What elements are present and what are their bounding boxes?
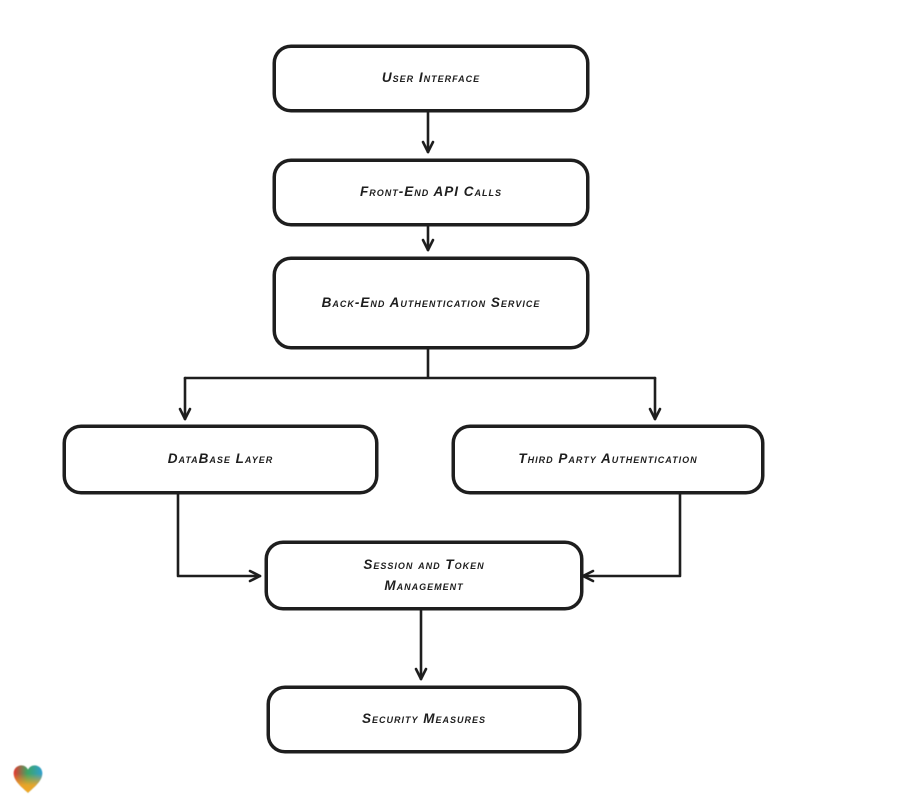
edge-thirdparty-to-session [581, 487, 682, 583]
node-security-measures-label: Security Measures [361, 711, 486, 727]
node-database-layer-label: DataBase Layer [167, 451, 274, 467]
node-third-party-auth-label: Third Party Authentication [518, 451, 698, 467]
edge-database-to-session [176, 487, 262, 583]
node-back-end-auth-service[interactable]: Back-End Authentication Service [273, 257, 589, 349]
node-session-token-management-label: Session and Token Management [363, 556, 485, 593]
node-session-token-management[interactable]: Session and Token Management [265, 541, 583, 610]
heart-logo-icon[interactable] [11, 761, 45, 797]
node-user-interface[interactable]: User Interface [273, 45, 589, 112]
node-back-end-auth-service-label: Back-End Authentication Service [321, 294, 541, 310]
node-security-measures[interactable]: Security Measures [267, 686, 581, 753]
node-database-layer[interactable]: DataBase Layer [63, 425, 378, 494]
node-user-interface-label: User Interface [381, 70, 481, 86]
node-front-end-api-calls-label: Front-End API Calls [360, 184, 502, 200]
node-front-end-api-calls[interactable]: Front-End API Calls [273, 159, 589, 226]
edge-backend-branch-trunk [183, 342, 657, 380]
node-third-party-auth[interactable]: Third Party Authentication [452, 425, 764, 494]
